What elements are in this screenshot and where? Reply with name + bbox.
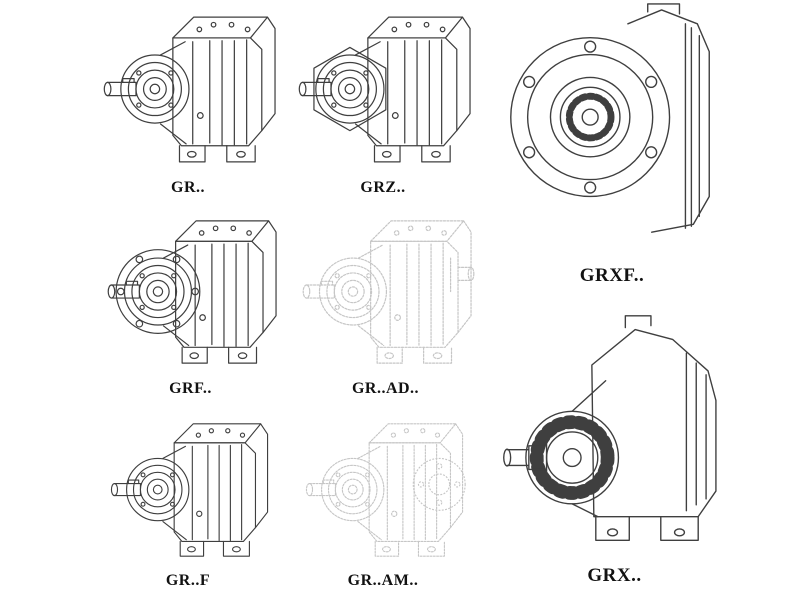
figure-grz: GRZ.. xyxy=(283,2,483,204)
figure-label-gr-ad: GR..AD.. xyxy=(351,380,420,397)
figure-label-grxf: GRXF.. xyxy=(579,265,645,286)
gearbox-drawing-grf xyxy=(98,206,283,378)
figure-gr-ad: GR..AD.. xyxy=(283,206,488,406)
figure-label-gr: GR.. xyxy=(171,179,205,196)
gearbox-drawing-gr-f xyxy=(103,410,273,570)
figure-label-grz: GRZ.. xyxy=(360,179,406,196)
figure-grxf: GRXF.. xyxy=(492,0,732,300)
figure-label-gr-f: GR..F xyxy=(165,572,211,589)
figure-label-grf: GRF.. xyxy=(169,380,212,397)
figure-label-gr-am: GR..AM.. xyxy=(347,572,419,589)
figure-gr-am: GR..AM.. xyxy=(283,410,483,598)
figure-grf: GRF.. xyxy=(88,206,293,406)
gearbox-drawing-grxf xyxy=(502,0,722,258)
gearbox-drawing-gr-am xyxy=(298,410,466,570)
figure-gr-f: GR..F xyxy=(88,410,288,598)
gearbox-drawing-gr xyxy=(98,2,278,177)
figure-gr: GR.. xyxy=(88,2,288,204)
gearbox-drawing-grx xyxy=(499,302,731,558)
gearbox-drawing-grz xyxy=(293,2,473,177)
gearbox-drawing-gr-ad xyxy=(293,206,475,378)
figure-label-grx: GRX.. xyxy=(587,565,642,586)
figure-grx: GRX.. xyxy=(492,302,737,598)
